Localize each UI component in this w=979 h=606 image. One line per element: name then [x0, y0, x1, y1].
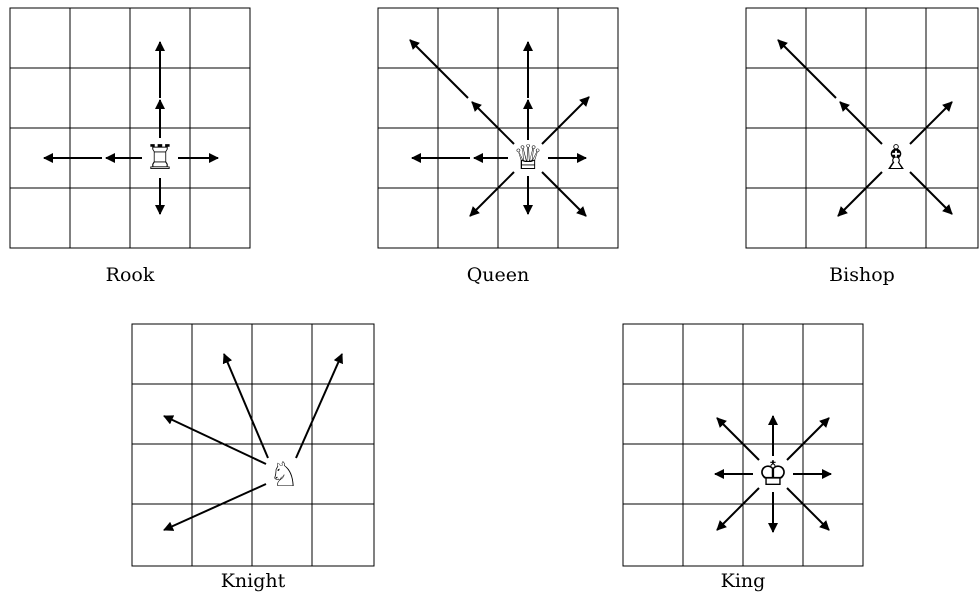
move-arrow	[295, 353, 343, 459]
king-icon: ♔	[758, 454, 788, 494]
move-arrow	[222, 353, 269, 459]
bishop-move-arrows	[777, 39, 953, 217]
move-arrow	[163, 415, 267, 465]
move-arrow	[469, 171, 515, 217]
move-arrow	[163, 483, 267, 531]
move-arrow	[541, 96, 590, 145]
move-arrow	[839, 101, 883, 145]
move-arrow	[837, 171, 883, 217]
queen-move-arrows	[409, 39, 590, 217]
move-arrow	[786, 417, 830, 461]
bishop-caption: Bishop	[829, 264, 895, 286]
king-move-arrows	[714, 415, 832, 533]
king-panel: ♔ King	[622, 323, 864, 592]
rook-caption: Rook	[106, 264, 155, 286]
move-arrow	[909, 171, 953, 215]
knight-icon: ♘	[269, 455, 299, 495]
bishop-panel: ♗ Bishop	[745, 7, 979, 286]
rook-move-arrows	[43, 41, 219, 215]
move-arrow	[716, 417, 760, 461]
rook-icon: ♖	[145, 138, 175, 178]
queen-panel: ♕ Queen	[377, 7, 619, 286]
move-arrow	[909, 101, 953, 145]
bishop-icon: ♗	[881, 138, 911, 178]
rook-panel: ♖ Rook	[9, 7, 251, 286]
move-arrow	[409, 39, 469, 99]
bishop-board	[745, 7, 979, 249]
knight-move-arrows	[163, 353, 343, 531]
knight-caption: Knight	[221, 570, 286, 592]
rook-board	[9, 7, 251, 249]
queen-caption: Queen	[467, 264, 530, 286]
queen-icon: ♕	[513, 138, 543, 178]
move-arrow	[777, 39, 837, 99]
king-caption: King	[721, 570, 766, 592]
move-arrow	[471, 101, 515, 145]
move-arrow	[541, 171, 587, 217]
move-arrow	[786, 487, 830, 531]
move-arrow	[716, 487, 760, 531]
knight-board	[131, 323, 375, 567]
knight-panel: ♘ Knight	[131, 323, 375, 592]
